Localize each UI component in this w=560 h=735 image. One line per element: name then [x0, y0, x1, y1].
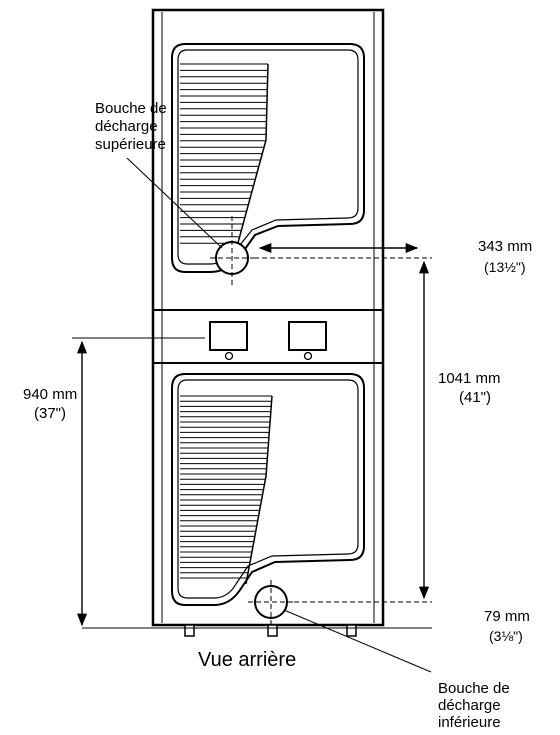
view-caption: Vue arrière: [198, 649, 297, 671]
lower-louver-right-edge: [245, 395, 273, 585]
dim-79-mm: 79 mm: [484, 608, 530, 625]
left-control-window: [209, 321, 248, 351]
upper-louver-right-edge: [235, 63, 269, 251]
dim-79-in: (3⅛"): [489, 628, 523, 644]
right-control-window: [288, 321, 327, 351]
lower-panel-outline: [171, 373, 365, 606]
upper-vent-leader: [126, 157, 223, 249]
lower-vent-label: Bouche de décharge inférieure: [438, 680, 510, 731]
dim-343-mm: 343 mm: [478, 238, 533, 255]
left-control-knob: [224, 351, 234, 361]
upper-exhaust-vent: [210, 216, 254, 286]
dim-343-in: (13½"): [484, 259, 526, 275]
upper-louvers: [180, 63, 268, 244]
foot-left: [184, 624, 195, 637]
dim-940-in: (37"): [34, 405, 66, 422]
dim-940-mm: 940 mm: [23, 386, 78, 403]
dimension-lines: [72, 157, 432, 673]
lower-panel-inner-outline: [177, 379, 359, 599]
control-panel: [209, 321, 327, 361]
leveling-feet: [184, 624, 357, 637]
lower-washer-panel: [171, 373, 365, 606]
lower-louvers: [180, 395, 272, 579]
upper-dryer-panel: [171, 43, 365, 273]
foot-right: [346, 624, 357, 637]
lower-exhaust-vent: [248, 580, 294, 624]
dim-1041-in: (41"): [459, 389, 491, 406]
upper-vent-label: Bouche de décharge supérieure: [95, 100, 167, 153]
lower-vent-leader: [283, 609, 432, 673]
dim-1041-mm: 1041 mm: [438, 370, 501, 387]
right-control-knob: [303, 351, 313, 361]
foot-center: [267, 624, 278, 637]
